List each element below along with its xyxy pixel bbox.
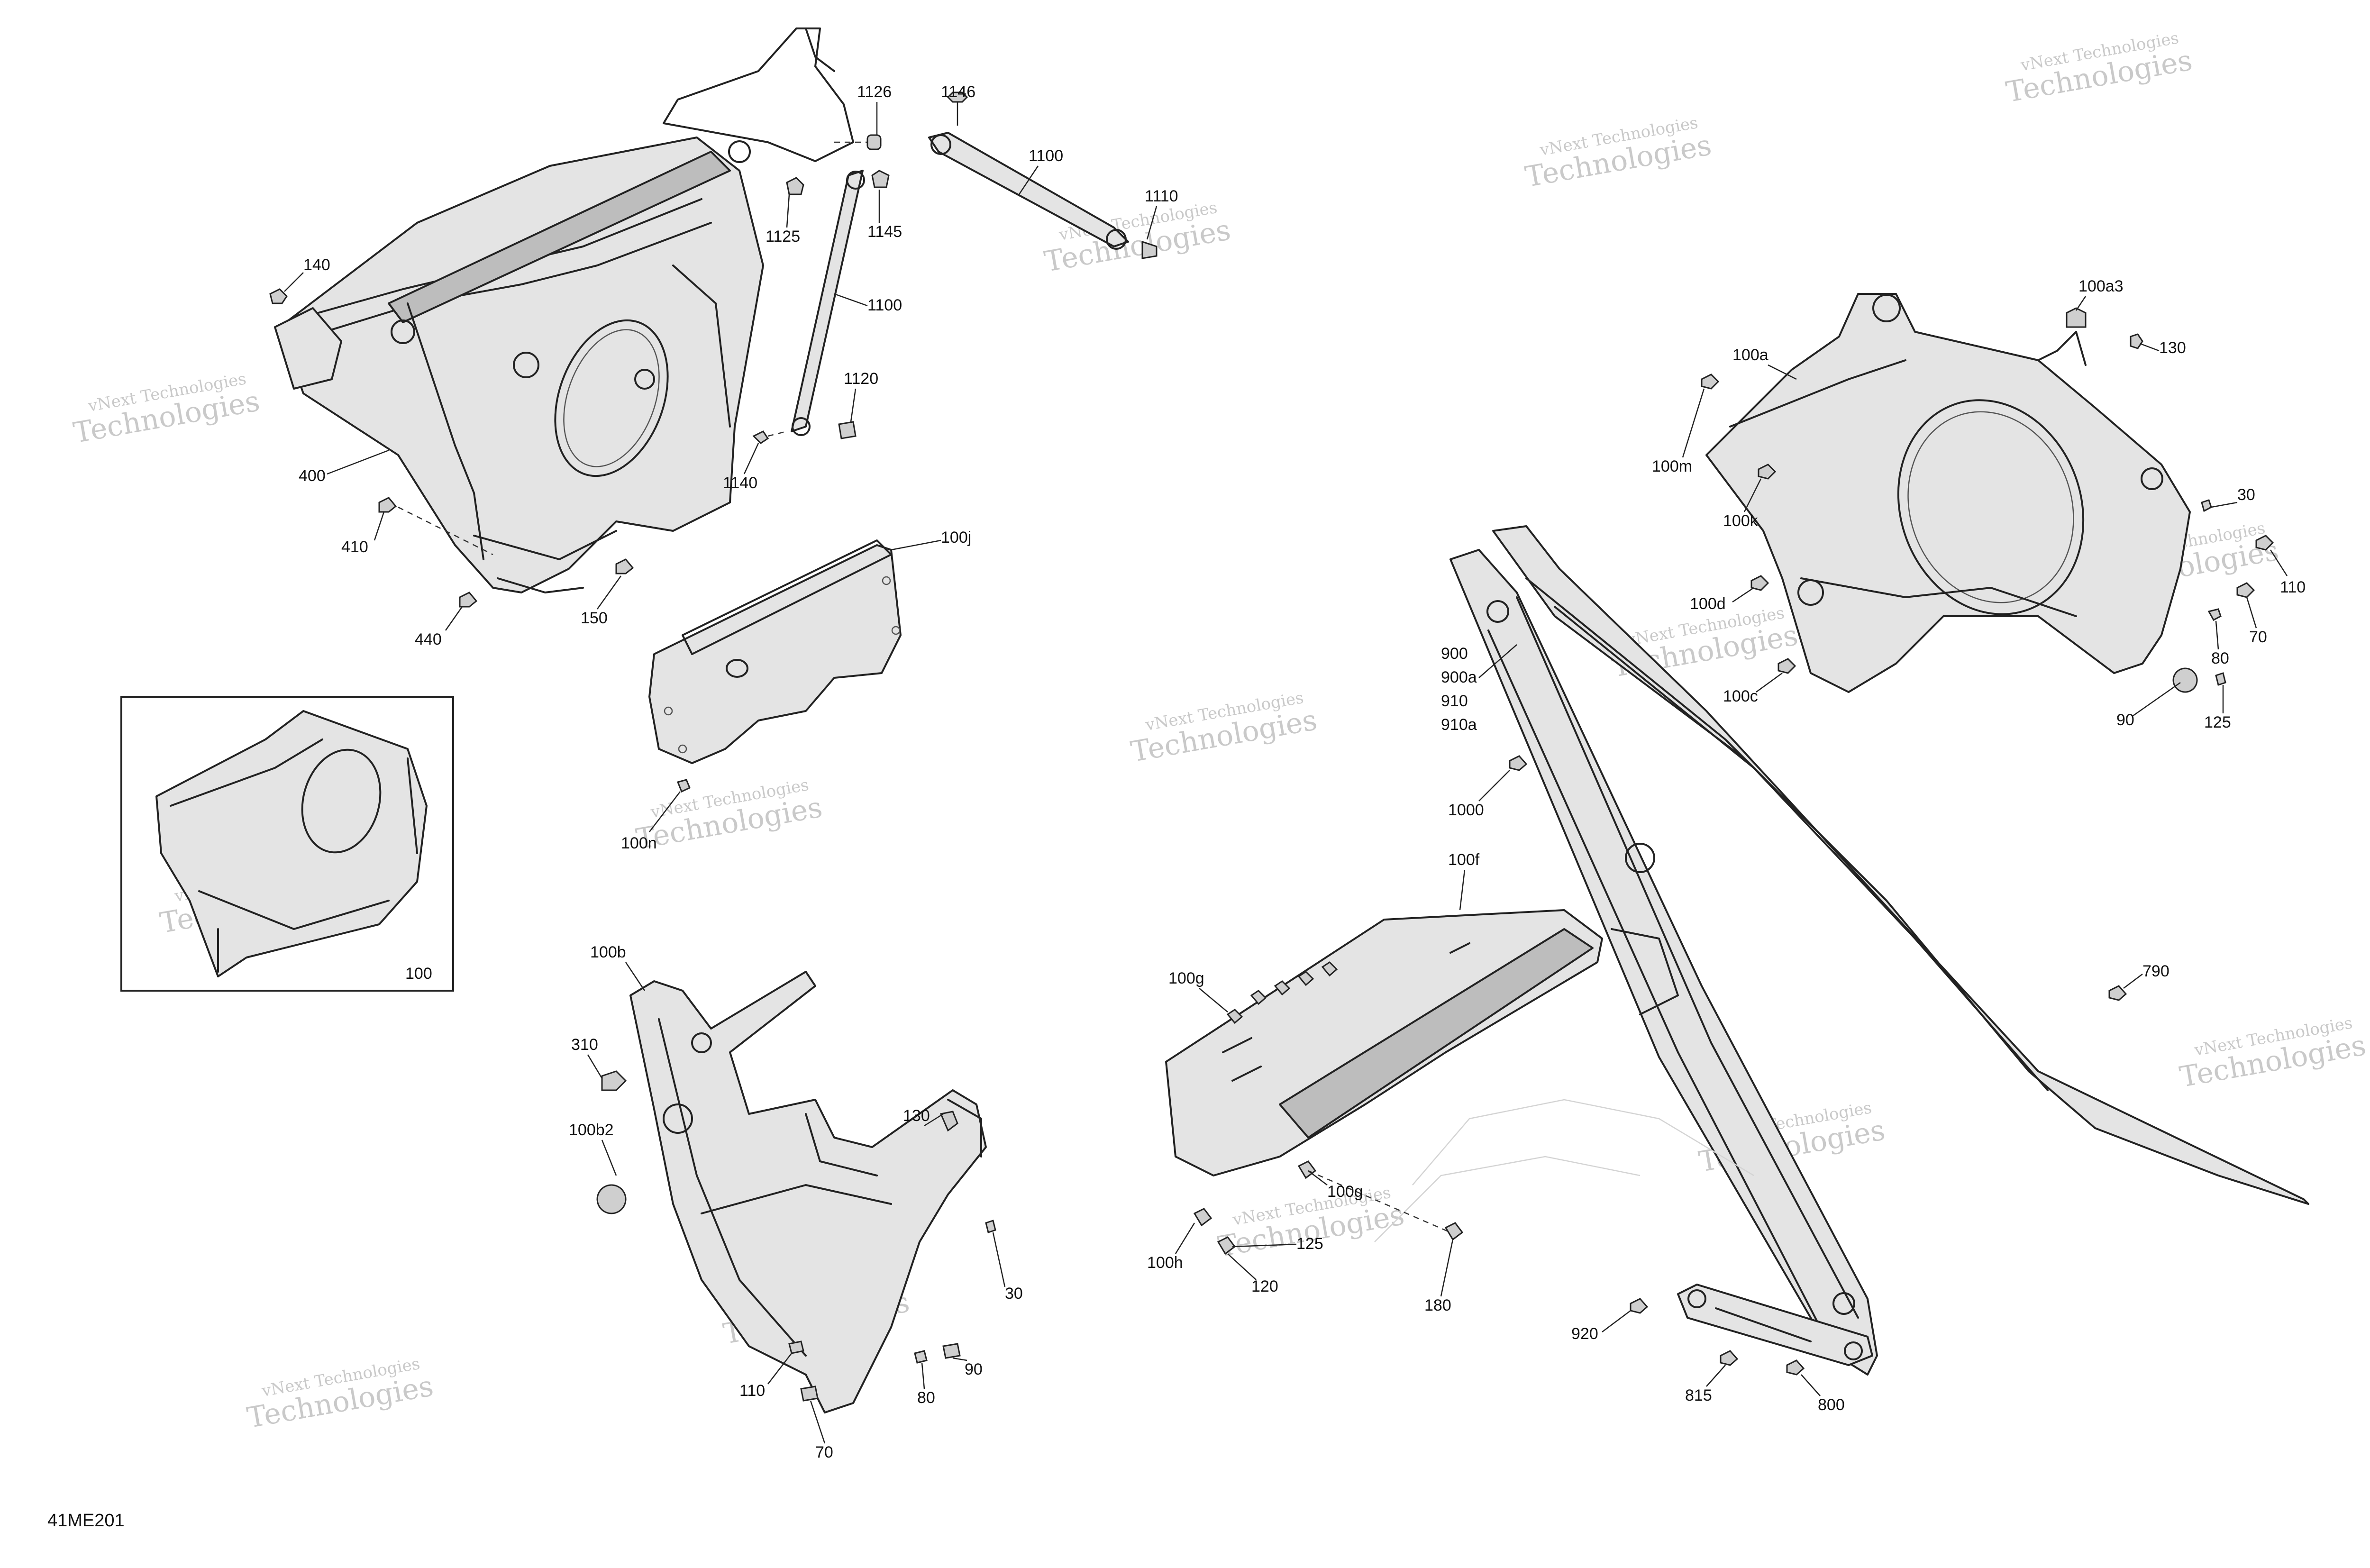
label-150: 150 [581,609,608,627]
label-900a: 900a [1441,668,1477,686]
label-1100-top: 1100 [1029,147,1063,165]
label-100c: 100c [1723,687,1758,705]
label-100j: 100j [941,529,971,547]
label-30-bottom: 30 [1005,1285,1023,1303]
label-800: 800 [1818,1396,1845,1414]
label-1120: 1120 [844,370,878,388]
label-120: 120 [1251,1277,1278,1295]
watermark: vNext Technologies Technologies [1129,688,1320,769]
label-30-right: 30 [2237,486,2255,504]
drawing-id: 41ME201 [47,1511,125,1531]
label-1140: 1140 [723,474,757,492]
front-frame-100b [596,971,996,1413]
label-110-right: 110 [2280,578,2306,596]
label-100a: 100a [1732,346,1768,364]
label-310: 310 [571,1036,598,1054]
label-910a: 910a [1441,716,1477,734]
label-100b2: 100b2 [569,1121,614,1139]
watermark: vNext Technologies Technologies [634,775,825,856]
label-110-bottom: 110 [739,1382,765,1400]
front-frame-100a [1701,293,2274,693]
rear-frame-assembly [274,27,854,593]
watermark: vNext Technologies Technologies [245,1354,436,1435]
hardware-right-lower [1509,755,2127,1376]
watermark: vNext Technologies Technologies [71,369,262,450]
label-130-right: 130 [2159,339,2186,357]
skid-plate-100j [648,539,902,793]
side-rails-900-910 [1374,525,2309,1376]
label-125-right: 125 [2204,713,2231,731]
label-920: 920 [1571,1325,1598,1343]
label-100b: 100b [590,943,626,961]
label-100h: 100h [1147,1254,1183,1272]
label-100m: 100m [1652,457,1692,475]
label-100k: 100k [1723,512,1759,530]
label-100n: 100n [621,834,657,852]
label-90-right: 90 [2116,711,2134,729]
inset-frame-100 [120,696,454,992]
label-90-bottom: 90 [965,1360,983,1378]
label-100d: 100d [1690,595,1726,613]
label-900: 900 [1441,645,1468,663]
label-440: 440 [415,630,442,648]
label-70-bottom: 70 [815,1443,833,1461]
label-815: 815 [1685,1386,1712,1404]
hardware-top-left [269,91,1158,608]
label-100g-right: 100g [1327,1183,1363,1201]
label-140: 140 [303,256,330,274]
watermark: vNext Technologies Technologies [2177,1013,2368,1094]
label-910: 910 [1441,692,1468,710]
label-70-right: 70 [2249,628,2267,646]
label-790: 790 [2142,962,2169,980]
label-410: 410 [341,538,368,556]
label-100f: 100f [1448,851,1480,869]
label-1126: 1126 [857,83,892,101]
label-1100-mid: 1100 [867,296,902,314]
callout-labels: 1126 1146 1100 1110 1125 1145 1100 1120 … [284,83,2306,1461]
label-80-right: 80 [2211,649,2229,667]
label-100: 100 [405,965,432,983]
label-125-bottom: 125 [1296,1235,1323,1253]
label-1146: 1146 [941,83,975,101]
label-1145: 1145 [867,223,902,241]
bracket-100f [1165,909,1679,1255]
watermark: vNext Technologies Technologies [1523,113,1714,194]
label-1110: 1110 [1145,187,1178,205]
label-130-bottom: 130 [903,1107,930,1125]
label-100a3: 100a3 [2078,277,2124,295]
label-80-bottom: 80 [917,1389,935,1407]
label-180: 180 [1424,1296,1451,1314]
watermark: vNext Technologies Technologies [2004,28,2195,109]
label-100g-left: 100g [1168,969,1204,987]
label-1000: 1000 [1448,801,1484,819]
label-400: 400 [299,467,326,485]
label-1125: 1125 [766,228,800,246]
